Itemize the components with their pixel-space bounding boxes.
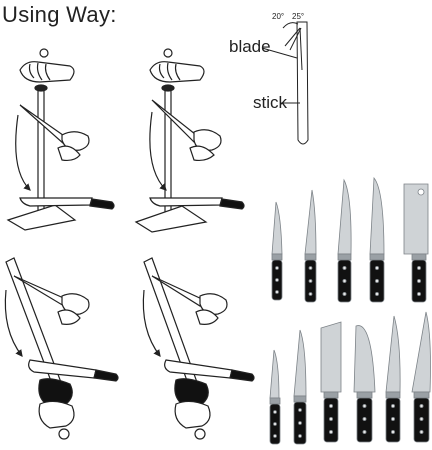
stick-diagram [261,21,309,145]
page-title: Using Way: [2,2,117,27]
angle-low-label: 20° [272,12,285,21]
knife-slicer [337,178,352,303]
knife-utility [293,329,307,445]
angle-high-label: 25° [292,12,305,21]
knife-row-top [271,176,429,303]
knife-nakiri [320,321,342,443]
method-1-illustration [6,48,115,231]
stick-label: stick [253,93,287,112]
knife-santoku [353,325,376,443]
blade-label: blade [229,37,271,56]
blade-line-20 [284,27,301,47]
knife-boning [304,189,317,303]
method-4-illustration [142,257,255,440]
knife-paring [269,349,281,445]
knife-row-bottom [269,311,431,445]
knife-gyuto [411,311,431,443]
knife-chef-large [385,315,401,443]
blade-contact-line [299,27,303,71]
method-3-illustration [4,257,119,440]
knife-chef [369,176,385,303]
knife-cleaver [403,183,429,303]
method-2-illustration [134,48,245,233]
blade-line-25 [289,27,302,51]
knife-boning-small [271,201,283,301]
